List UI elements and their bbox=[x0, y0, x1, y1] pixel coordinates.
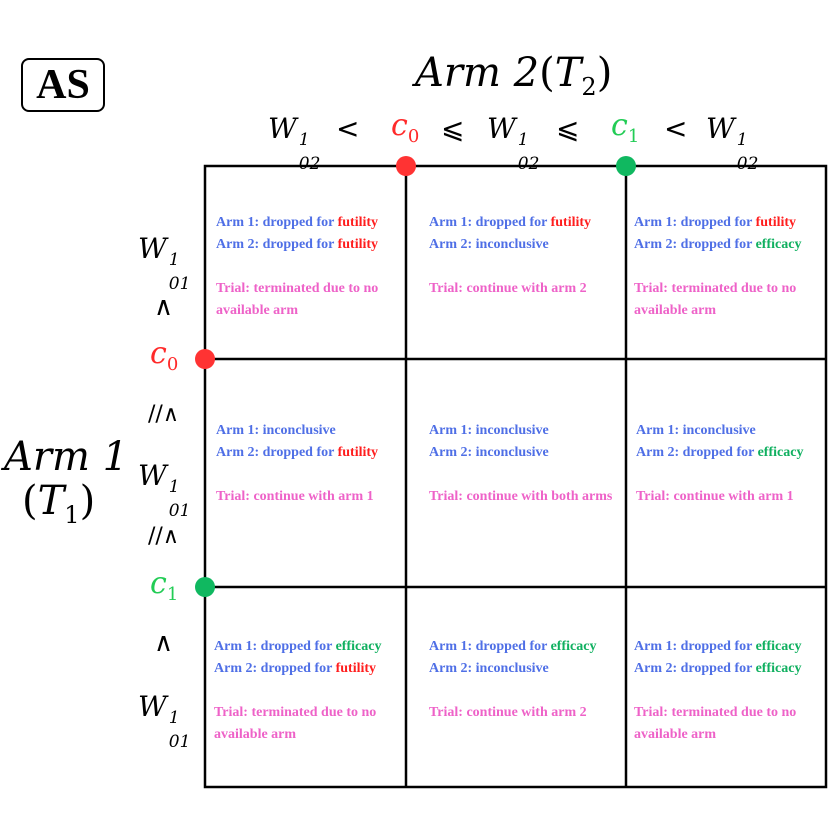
arm2-outcome-keyword: efficacy bbox=[757, 445, 804, 460]
arm2-outcome: Arm 2: inconclusive bbox=[429, 658, 619, 680]
arm1-outcome-keyword: efficacy bbox=[755, 639, 802, 654]
arm2-outcome: Arm 2: dropped for futility bbox=[216, 442, 398, 464]
arm2-outcome: Arm 2: dropped for futility bbox=[214, 658, 400, 680]
trial-outcome: Trial: continue with arm 2 bbox=[429, 281, 587, 296]
top-lt-1: < bbox=[336, 112, 360, 145]
top-title-t: T bbox=[554, 50, 582, 96]
left-title-arm: Arm 1 bbox=[4, 434, 129, 480]
top-le-2: ⩽ bbox=[556, 112, 580, 145]
arm1-outcome: Arm 1: dropped for futility bbox=[429, 212, 619, 234]
arm1-outcome-text: Arm 1: dropped for bbox=[429, 215, 551, 230]
top-c0-label: c0 bbox=[391, 108, 420, 147]
arm2-outcome-text: Arm 2: dropped for bbox=[216, 237, 338, 252]
left-title-t: (T1) bbox=[22, 478, 96, 529]
left-c1-label: c1 bbox=[150, 566, 179, 605]
arm2-outcome-text: Arm 2: dropped for bbox=[214, 661, 336, 676]
left-c0-label: c0 bbox=[150, 336, 179, 375]
arm2-outcome: Arm 2: dropped for efficacy bbox=[634, 234, 824, 256]
arm2-outcome-keyword: efficacy bbox=[755, 237, 802, 252]
arm1-outcome: Arm 1: dropped for efficacy bbox=[214, 636, 400, 658]
top-c1-dot bbox=[616, 156, 636, 176]
arm2-outcome-text: Arm 2: dropped for bbox=[634, 661, 756, 676]
top-lt-2: < bbox=[664, 112, 688, 145]
arm1-outcome-text: Arm 1: dropped for bbox=[634, 639, 756, 654]
arm1-outcome-text: Arm 1: dropped for bbox=[216, 215, 338, 230]
trial-outcome: Trial: continue with arm 1 bbox=[216, 489, 374, 504]
arm2-outcome-text: Arm 2: inconclusive bbox=[429, 445, 549, 460]
left-c1-dot bbox=[195, 577, 215, 597]
arm1-outcome: Arm 1: dropped for efficacy bbox=[429, 636, 619, 658]
trial-outcome: Trial: terminated due to no available ar… bbox=[634, 281, 797, 318]
arm2-outcome-text: Arm 2: dropped for bbox=[636, 445, 758, 460]
arm2-outcome: Arm 2: inconclusive bbox=[429, 442, 619, 464]
left-wedge-2: ∧ bbox=[154, 628, 174, 658]
arm2-outcome-text: Arm 2: inconclusive bbox=[429, 661, 549, 676]
left-wedge-eq-2: //∧ bbox=[148, 524, 179, 549]
top-c1-label: c1 bbox=[611, 108, 640, 147]
trial-outcome: Trial: terminated due to no available ar… bbox=[214, 705, 377, 742]
arm1-outcome-keyword: futility bbox=[550, 215, 592, 230]
arm1-outcome: Arm 1: inconclusive bbox=[429, 420, 619, 442]
arm1-outcome-text: Arm 1: inconclusive bbox=[636, 423, 756, 438]
top-title-t-sub: 2 bbox=[581, 73, 597, 101]
arm1-outcome-keyword: futility bbox=[337, 215, 379, 230]
arm1-outcome-text: Arm 1: dropped for bbox=[214, 639, 336, 654]
arm1-outcome-text: Arm 1: inconclusive bbox=[429, 423, 549, 438]
arm1-outcome-keyword: efficacy bbox=[335, 639, 382, 654]
arm1-outcome-text: Arm 1: dropped for bbox=[634, 215, 756, 230]
arm2-outcome-keyword: futility bbox=[337, 237, 379, 252]
arm1-outcome: Arm 1: dropped for futility bbox=[216, 212, 398, 234]
arm1-outcome: Arm 1: inconclusive bbox=[216, 420, 398, 442]
grid-border bbox=[203, 164, 828, 789]
arm2-outcome: Arm 2: dropped for efficacy bbox=[636, 442, 824, 464]
arm2-outcome-keyword: futility bbox=[337, 445, 379, 460]
left-c0-dot bbox=[195, 349, 215, 369]
arm1-outcome: Arm 1: dropped for futility bbox=[634, 212, 824, 234]
left-wedge-1: ∧ bbox=[154, 292, 174, 322]
top-title-arm: Arm 2 bbox=[415, 50, 540, 96]
top-c0-dot bbox=[396, 156, 416, 176]
trial-outcome: Trial: terminated due to no available ar… bbox=[634, 705, 797, 742]
arm2-outcome-text: Arm 2: dropped for bbox=[634, 237, 756, 252]
arm2-outcome: Arm 2: inconclusive bbox=[429, 234, 619, 256]
arm1-outcome-keyword: futility bbox=[755, 215, 797, 230]
arm2-outcome-keyword: futility bbox=[335, 661, 377, 676]
arm1-outcome: Arm 1: dropped for efficacy bbox=[634, 636, 824, 658]
arm2-outcome: Arm 2: dropped for futility bbox=[216, 234, 398, 256]
trial-outcome: Trial: continue with arm 2 bbox=[429, 705, 587, 720]
arm2-outcome-text: Arm 2: inconclusive bbox=[429, 237, 549, 252]
arm2-outcome-text: Arm 2: dropped for bbox=[216, 445, 338, 460]
top-le-1: ⩽ bbox=[441, 112, 465, 145]
arm1-outcome-keyword: efficacy bbox=[550, 639, 597, 654]
trial-outcome: Trial: terminated due to no available ar… bbox=[216, 281, 379, 318]
arm1-outcome-text: Arm 1: dropped for bbox=[429, 639, 551, 654]
left-wedge-eq-1: //∧ bbox=[148, 402, 179, 427]
trial-outcome: Trial: continue with arm 1 bbox=[636, 489, 794, 504]
as-badge: AS bbox=[21, 58, 105, 112]
arm2-outcome-keyword: efficacy bbox=[755, 661, 802, 676]
trial-outcome: Trial: continue with both arms bbox=[429, 489, 613, 504]
arm1-outcome-text: Arm 1: inconclusive bbox=[216, 423, 336, 438]
top-title: Arm 2(T2) bbox=[415, 50, 613, 101]
arm2-outcome: Arm 2: dropped for efficacy bbox=[634, 658, 824, 680]
arm1-outcome: Arm 1: inconclusive bbox=[636, 420, 824, 442]
